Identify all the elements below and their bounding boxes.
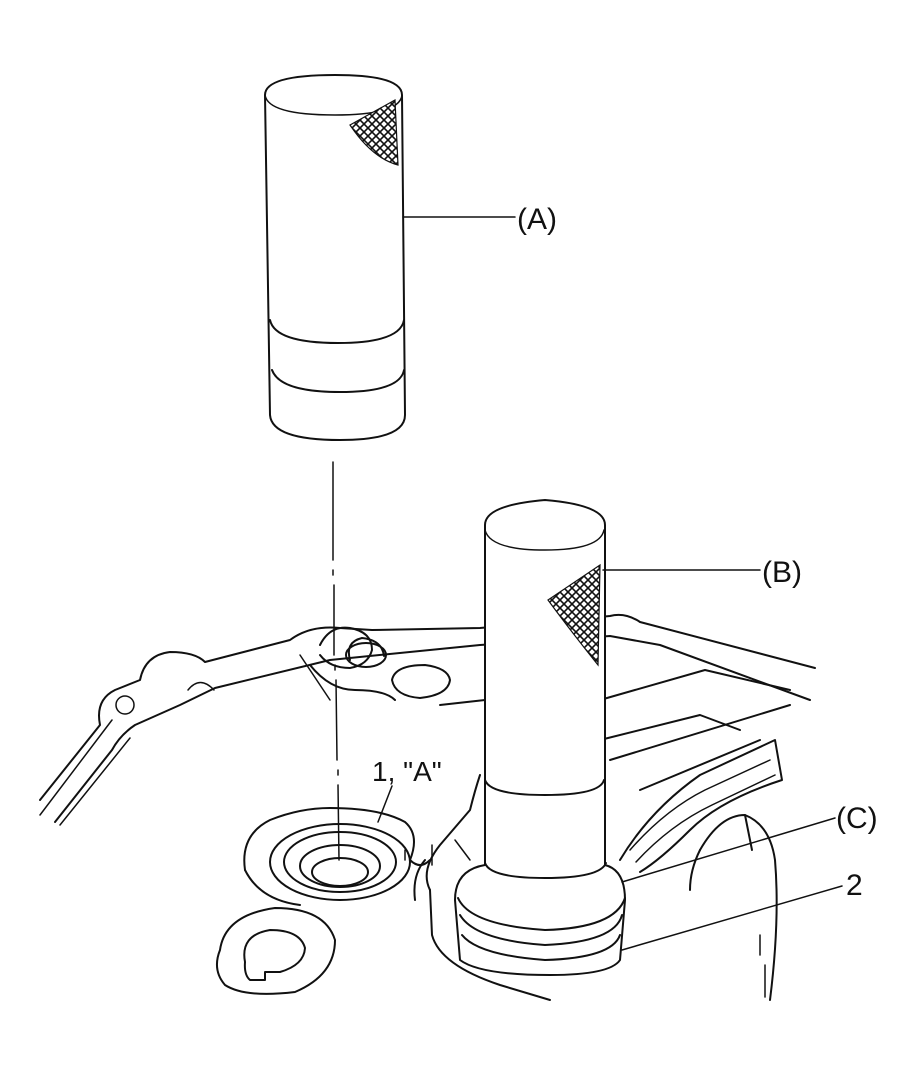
label-tool-b: (B) xyxy=(762,556,802,589)
center-line xyxy=(332,461,340,861)
label-tool-c: (C) xyxy=(836,802,878,835)
tool-a-hatch xyxy=(349,99,399,166)
leader-1 xyxy=(377,785,393,823)
tool-b-hatch xyxy=(547,563,601,667)
leader-2 xyxy=(621,885,843,951)
leader-lines xyxy=(377,216,843,951)
tool-b xyxy=(454,499,626,976)
housing xyxy=(39,613,816,1001)
label-part-1: 1, "A" xyxy=(372,756,442,787)
leader-c xyxy=(621,817,836,883)
label-tool-a: (A) xyxy=(517,203,557,236)
tool-a xyxy=(264,74,406,441)
label-part-2: 2 xyxy=(846,869,863,902)
